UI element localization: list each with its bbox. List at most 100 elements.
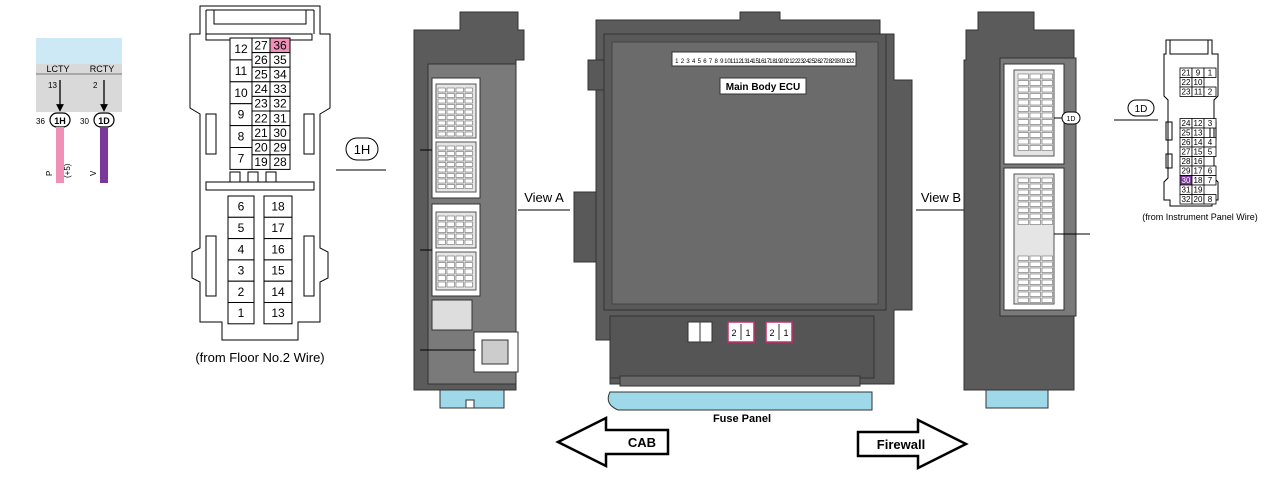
pin-label-18: 18 bbox=[271, 200, 285, 214]
view-b-middle-cavity bbox=[1017, 213, 1029, 219]
pin-label-5: 5 bbox=[238, 221, 245, 235]
view-b-middle-cavity bbox=[1029, 177, 1041, 183]
pin-label-17: 17 bbox=[271, 221, 285, 235]
view-a-middle-cavity bbox=[437, 184, 446, 189]
view-b-upper-cavity bbox=[1041, 112, 1053, 119]
view-a-middle-cavity bbox=[446, 173, 455, 178]
view-b-middle-cavity bbox=[1029, 201, 1041, 207]
view-a-upper-cavity bbox=[455, 115, 464, 120]
view-b-middle-cavity bbox=[1017, 219, 1029, 225]
pin-label-31: 31 bbox=[1182, 186, 1191, 195]
view-b-lower-cavity bbox=[1041, 279, 1053, 285]
connector-1h-pins: 1211109872726252423222120193635343332313… bbox=[227, 37, 293, 325]
small-connector-a-pin2: 2 bbox=[731, 328, 736, 338]
view-b-middle-cavity bbox=[1041, 213, 1053, 219]
pin-label-27: 27 bbox=[254, 38, 268, 52]
schematic-header-bg bbox=[36, 38, 122, 64]
cab-label: CAB bbox=[628, 435, 656, 450]
pin-label-11: 11 bbox=[235, 64, 248, 78]
view-a-middle-cavity bbox=[464, 162, 473, 167]
view-b-upper-cavity bbox=[1017, 138, 1029, 145]
pin-label-2: 2 bbox=[1208, 88, 1213, 97]
view-a-middle-cavity bbox=[455, 162, 464, 167]
pin-cell-2 bbox=[1203, 86, 1217, 97]
rcty-label: RCTY bbox=[90, 64, 115, 74]
pin-label-29: 29 bbox=[273, 141, 287, 155]
pin-label-36: 36 bbox=[273, 38, 287, 52]
pin-label-2: 2 bbox=[238, 285, 245, 299]
view-a-middle-cavity bbox=[437, 151, 446, 156]
pin-label-12: 12 bbox=[1194, 119, 1203, 128]
view-b-lower-cavity bbox=[1017, 273, 1029, 279]
view-b-upper-cavity bbox=[1029, 86, 1041, 93]
view-a-bottom-cavity bbox=[446, 255, 455, 262]
pin-label-32: 32 bbox=[1182, 195, 1191, 204]
view-a-upper-cavity bbox=[446, 120, 455, 126]
pin-label-30: 30 bbox=[1182, 176, 1191, 185]
view-b-upper-cavity bbox=[1041, 93, 1053, 99]
view-a-middle-cavity bbox=[446, 162, 455, 167]
pin-label-16: 16 bbox=[1194, 157, 1203, 166]
view-a-upper-cavity bbox=[455, 131, 464, 137]
pin-label-8: 8 bbox=[238, 130, 245, 144]
view-a-upper-cavity bbox=[446, 115, 455, 120]
view-b-middle-cavity bbox=[1029, 219, 1041, 225]
view-b-lower-cavity bbox=[1029, 285, 1041, 291]
view-a-bottom-cavity bbox=[455, 275, 464, 281]
view-a-lower-cavity bbox=[446, 239, 455, 245]
view-a-lower-cavity bbox=[464, 215, 473, 221]
view-b-upper-cavity bbox=[1017, 125, 1029, 132]
view-a-lower-cavity bbox=[437, 239, 446, 245]
view-a-bottom-cavity bbox=[437, 268, 446, 275]
lcty-label: LCTY bbox=[46, 64, 69, 74]
view-a-upper-cavity bbox=[464, 115, 473, 120]
view-a-bottom-cavity bbox=[437, 281, 446, 288]
main-body-ecu-label: Main Body ECU bbox=[726, 82, 800, 93]
view-b-upper-cavity bbox=[1029, 73, 1041, 80]
view-b-upper-cavity bbox=[1017, 106, 1029, 112]
view-b-middle-cavity bbox=[1017, 183, 1029, 189]
fuse-panel-label: Fuse Panel bbox=[713, 413, 771, 425]
fuse-number-27: 27 bbox=[820, 59, 827, 65]
view-a-middle-cavity bbox=[464, 151, 473, 156]
view-a-bottom-cavity bbox=[455, 268, 464, 275]
view-a-bottom-cavity bbox=[455, 255, 464, 262]
fuse-number-17: 17 bbox=[763, 59, 770, 65]
fuse-number-22: 22 bbox=[792, 59, 799, 65]
view-a-connector-pins bbox=[437, 87, 473, 288]
view-a-middle-cavity bbox=[464, 145, 473, 151]
pin-label-4: 4 bbox=[1208, 138, 1213, 147]
view-a-middle-cavity bbox=[446, 156, 455, 162]
view-a-lower-cavity bbox=[455, 221, 464, 227]
view-b-upper-cavity bbox=[1017, 86, 1029, 93]
view-a-upper-cavity bbox=[455, 109, 464, 115]
view-b-upper-cavity bbox=[1029, 99, 1041, 106]
view-a-upper-cavity bbox=[464, 126, 473, 131]
pin-label-18: 18 bbox=[1194, 176, 1203, 185]
view-a-middle-cavity bbox=[437, 173, 446, 178]
view-a-upper-cavity bbox=[464, 104, 473, 109]
callout-1h-label: 1H bbox=[354, 142, 371, 157]
view-a-upper-cavity bbox=[455, 87, 464, 93]
view-a-bottom-cavity bbox=[464, 262, 473, 268]
view-a-middle-cavity bbox=[464, 167, 473, 173]
connector-right-pin: 30 bbox=[80, 117, 89, 126]
view-b-lower-cavity bbox=[1029, 267, 1041, 273]
view-a-upper-cavity bbox=[464, 131, 473, 137]
pin-label-19: 19 bbox=[254, 155, 268, 169]
pin-cell-1 bbox=[1203, 67, 1217, 78]
view-a-upper-cavity bbox=[437, 120, 446, 126]
pin-label-22: 22 bbox=[1182, 78, 1191, 87]
pin-label-32: 32 bbox=[273, 97, 287, 111]
view-b-upper-cavity bbox=[1029, 138, 1041, 145]
view-b-upper-cavity bbox=[1041, 138, 1053, 145]
view-a-lower-cavity bbox=[446, 221, 455, 227]
view-b-upper-cavity bbox=[1017, 132, 1029, 138]
view-b-upper-cavity bbox=[1029, 125, 1041, 132]
view-a-middle-cavity bbox=[437, 162, 446, 167]
view-a-lower-cavity bbox=[455, 215, 464, 221]
view-a-middle-cavity bbox=[446, 184, 455, 189]
fuse-number-2: 2 bbox=[681, 59, 685, 65]
view-b-upper-cavity bbox=[1029, 119, 1041, 125]
fuse-number-14: 14 bbox=[747, 59, 754, 65]
